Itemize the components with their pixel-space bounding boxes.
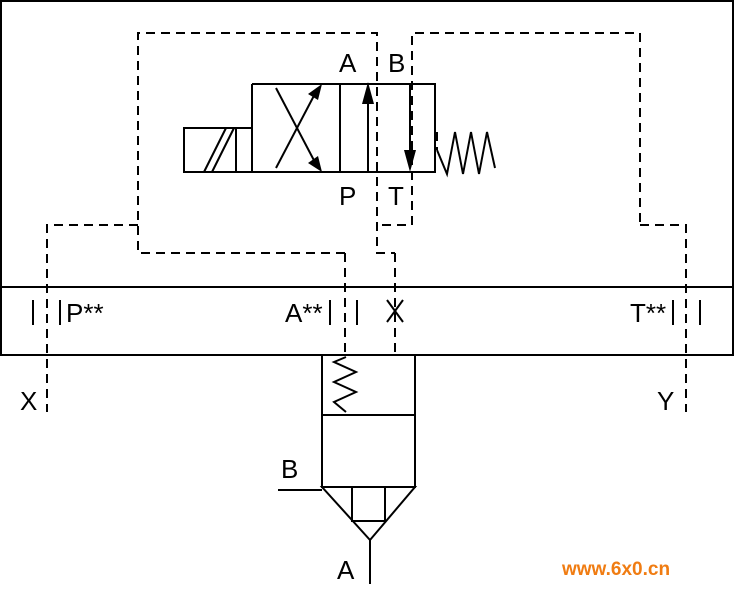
cartridge-port-b-label: B [281, 454, 298, 484]
directional-valve-symbol [183, 82, 496, 178]
pilot-valve-enclosure [137, 32, 641, 254]
port-t-label: T** [630, 298, 666, 328]
port-a-label: A** [285, 298, 323, 328]
port-y-label: Y [657, 386, 674, 416]
pilot-port-t-label: T [388, 181, 404, 211]
pilot-port-p-label: P [339, 181, 356, 211]
pilot-line-y [640, 224, 687, 412]
port-x-label: X [20, 386, 37, 416]
pilot-line-x [46, 224, 138, 412]
manifold-body [0, 0, 734, 356]
cartridge-port-a-label: A [337, 555, 355, 585]
pilot-port-b-label: B [388, 48, 405, 78]
pilot-port-a-label: A [339, 48, 357, 78]
port-markers [32, 299, 701, 325]
port-p-label: P** [66, 298, 104, 328]
logic-cartridge [278, 354, 418, 584]
watermark: www.6x0.cn [561, 559, 670, 580]
